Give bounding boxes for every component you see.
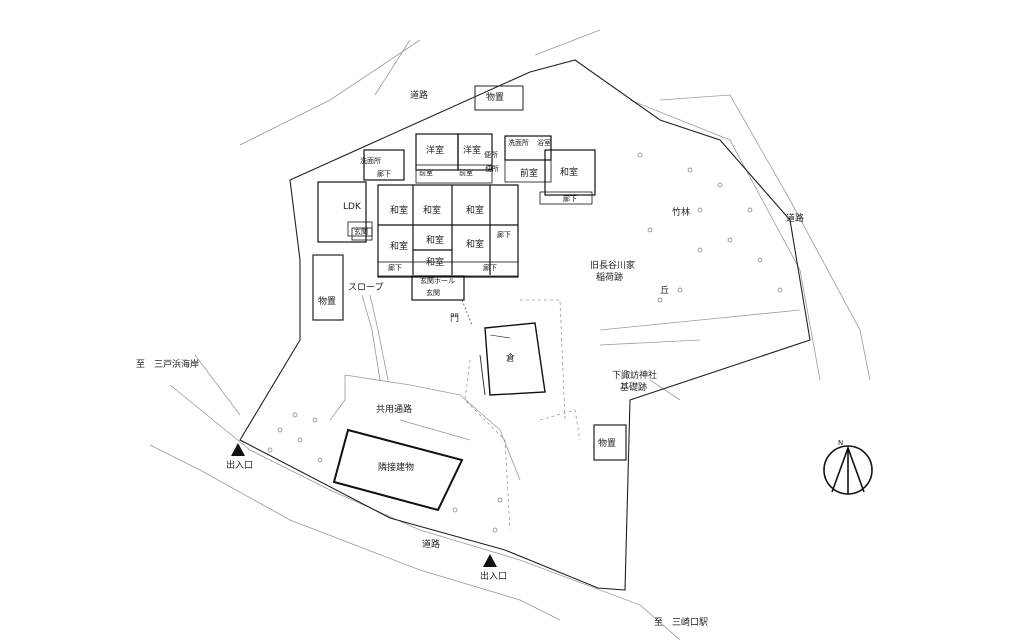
bath-label: 浴室 <box>537 139 551 147</box>
entry-exit-west-label: 出入口 <box>226 461 254 471</box>
toilet-label-1: 便所 <box>484 151 498 159</box>
road-label-bottom: 道路 <box>422 540 441 550</box>
anteroom-label-2: 前室 <box>459 169 473 177</box>
shared-passage-label: 共用通路 <box>376 405 413 415</box>
western-room-label-1: 洋室 <box>426 146 445 156</box>
storage-label-bottom: 物置 <box>598 439 617 449</box>
entrance-label-west: 玄関 <box>354 228 368 236</box>
entry-exit-south-label: 出入口 <box>480 572 508 582</box>
anteroom-label-3: 前室 <box>520 169 539 179</box>
corridor-label-south-2: 廊下 <box>483 264 497 272</box>
washroom-label-left: 洗面所 <box>360 157 381 165</box>
main-house <box>317 133 596 301</box>
entrance-hall-label: 玄関ホール <box>420 277 455 285</box>
surrounding-road-lines <box>149 29 871 640</box>
corridor-label-right-wing: 廊下 <box>563 195 577 203</box>
suwa-shrine-label-line1: 下諏訪神社 <box>612 371 658 381</box>
japanese-room-label-4: 和室 <box>390 242 409 252</box>
neighbor-building <box>332 428 464 512</box>
storage-bottom-building <box>593 424 627 461</box>
japanese-room-label-7: 和室 <box>426 258 445 268</box>
warehouse-structure <box>479 322 546 396</box>
bamboo-grove-label: 竹林 <box>672 208 691 218</box>
anteroom-label-1: 前室 <box>419 169 433 177</box>
slope-label: スロープ <box>348 283 384 293</box>
site-boundary <box>239 59 811 591</box>
storage-left-building <box>312 254 344 321</box>
neighbor-building-label: 隣接建物 <box>378 463 415 473</box>
japanese-room-label-far-right: 和室 <box>560 168 579 178</box>
warehouse-label: 倉 <box>506 354 516 364</box>
japanese-room-label-6: 和室 <box>466 240 485 250</box>
hill-label: 丘 <box>660 286 670 296</box>
north-label: N <box>838 439 844 447</box>
japanese-room-label-3: 和室 <box>466 206 485 216</box>
entry-exit-south-marker-icon <box>483 554 497 567</box>
gate-path <box>461 299 473 326</box>
corridor-label-top-left: 廊下 <box>377 170 391 178</box>
japanese-room-label-1: 和室 <box>390 206 409 216</box>
japanese-room-label-5: 和室 <box>426 236 445 246</box>
north-arrow-icon <box>823 445 873 495</box>
suwa-shrine-label-line2: 基礎跡 <box>620 383 648 393</box>
storage-label-top: 物置 <box>486 93 505 103</box>
corridor-label-east: 廊下 <box>497 231 511 239</box>
japanese-room-label-2: 和室 <box>423 206 442 216</box>
storage-label-left: 物置 <box>318 297 337 307</box>
shrine-site-label-line2: 稲荷跡 <box>596 273 624 283</box>
western-room-label-2: 洋室 <box>463 146 482 156</box>
entry-exit-west-marker-icon <box>231 443 245 456</box>
road-label-right: 道路 <box>786 214 805 224</box>
gate-label: 門 <box>450 314 460 324</box>
shrine-site-label-line1: 旧長谷川家 <box>590 261 636 271</box>
washroom-label-right: 洗面所 <box>508 139 529 147</box>
to-misakiguchi-station-label: 至 三崎口駅 <box>654 618 709 628</box>
to-mitohama-coast-label: 至 三戸浜海岸 <box>136 360 200 370</box>
toilet-label-2: 便所 <box>485 165 499 173</box>
entrance-main-label: 玄関 <box>426 289 440 297</box>
corridor-label-south-1: 廊下 <box>388 264 402 272</box>
ldk-label: LDK <box>343 202 361 212</box>
road-label-top: 道路 <box>410 91 429 101</box>
tree-icons <box>267 152 783 533</box>
storage-top-building <box>474 85 524 111</box>
